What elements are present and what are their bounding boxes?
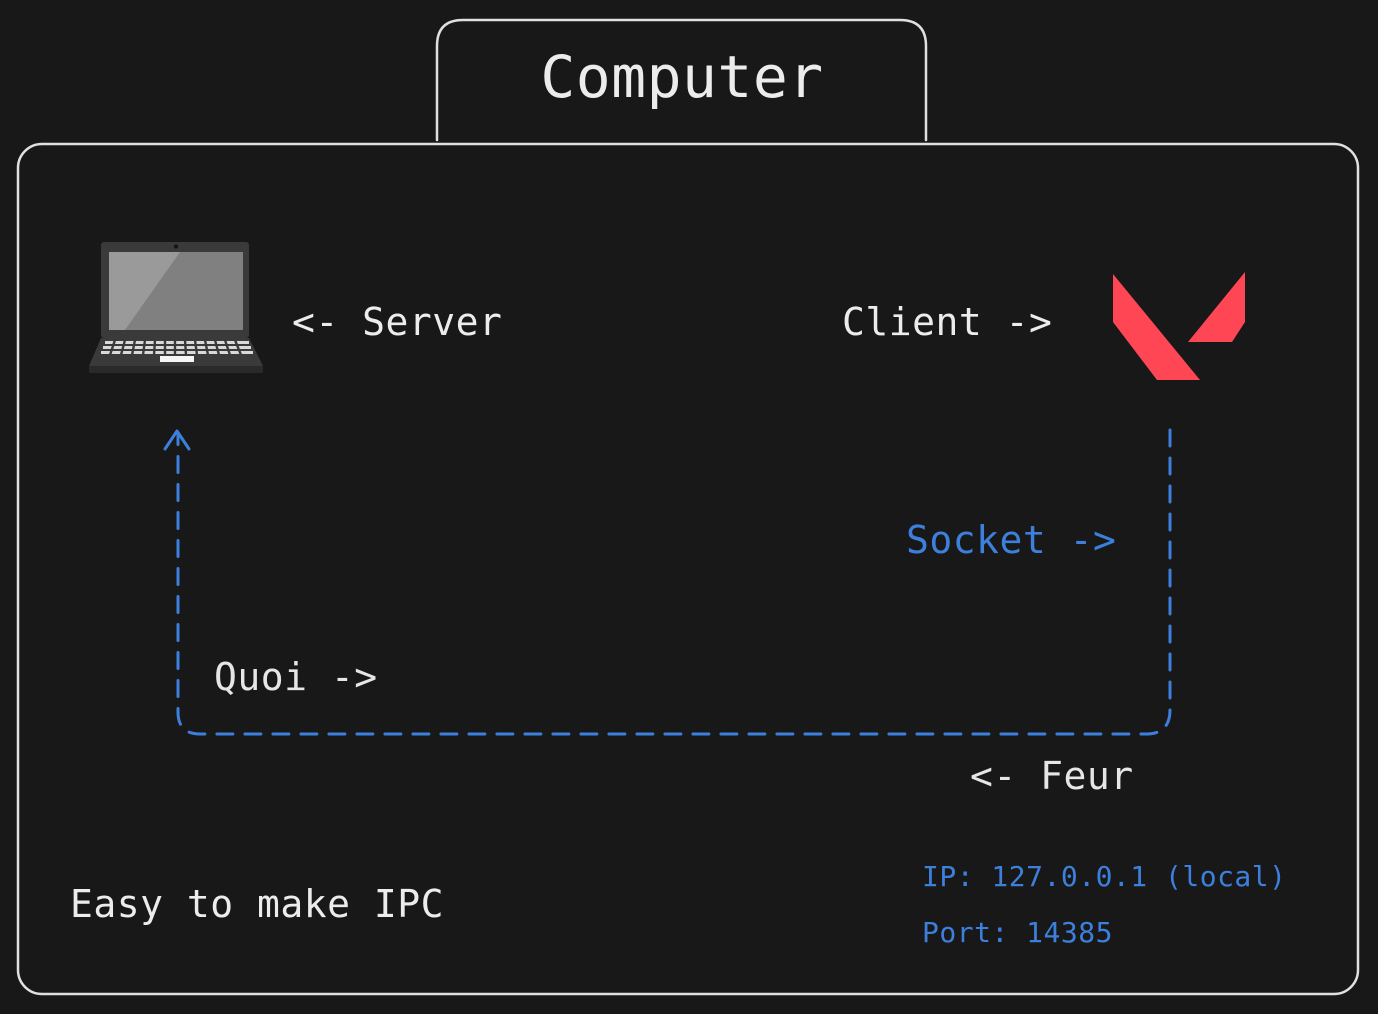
ip-info: IP: 127.0.0.1 (local)	[922, 860, 1287, 893]
title-tab-frame	[435, 18, 928, 142]
laptop-icon	[89, 242, 263, 373]
valorant-logo-icon	[1113, 272, 1245, 380]
feur-label: <- Feur	[970, 754, 1134, 798]
diagram-title: Computer	[540, 43, 824, 111]
arrowhead-icon	[163, 429, 191, 451]
socket-connection-path	[176, 428, 1172, 736]
client-label: Client ->	[842, 300, 1053, 344]
quoi-label: Quoi ->	[214, 655, 378, 699]
server-label: <- Server	[292, 300, 503, 344]
socket-label: Socket ->	[906, 518, 1117, 562]
caption-text: Easy to make IPC	[70, 882, 445, 926]
computer-container-frame	[16, 142, 1360, 996]
port-info: Port: 14385	[922, 916, 1113, 949]
